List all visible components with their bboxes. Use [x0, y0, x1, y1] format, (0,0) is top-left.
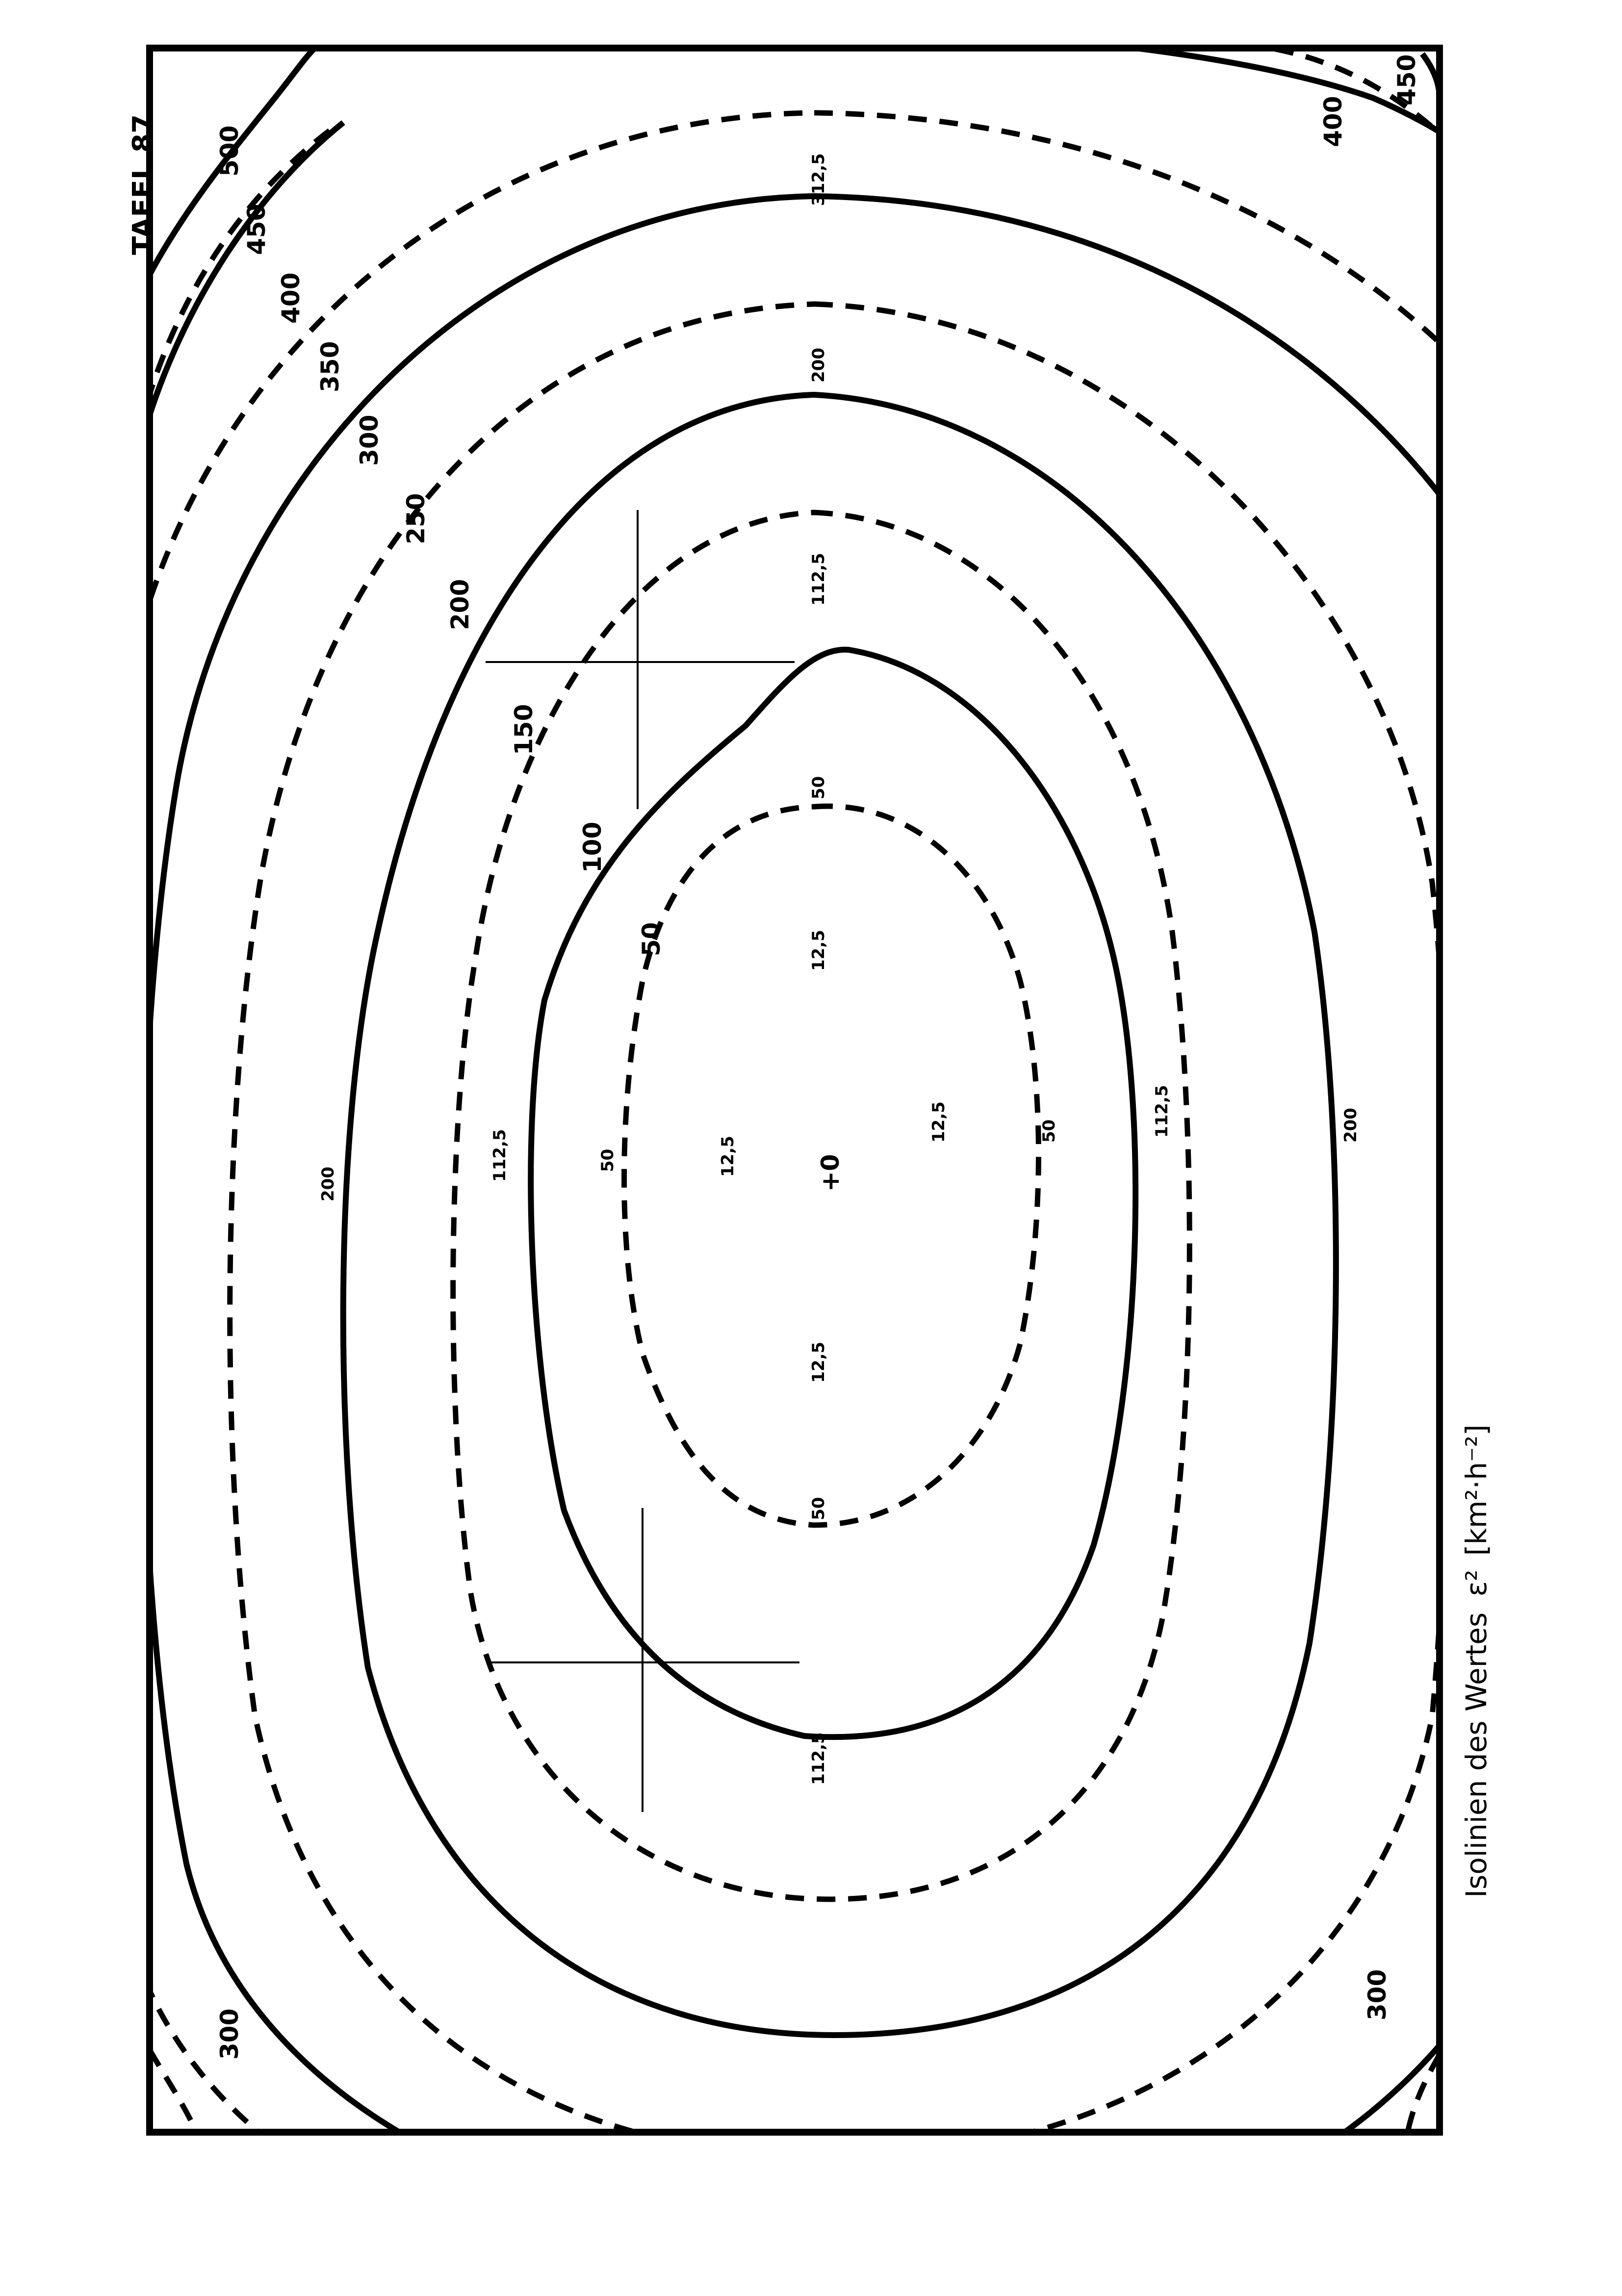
svg-text:Isolinien des Wertes ε²: Isolinien des Wertes ε² [km²·h⁻²]	[1460, 1425, 1493, 1898]
point-value-12-5-c: 12,5	[929, 1101, 949, 1143]
isoline-label-150-left: 150	[510, 704, 538, 755]
isoline-350-bottom-right	[1405, 2053, 1440, 2132]
isoline-200	[340, 391, 1339, 2039]
point-value-112-5-left: 112,5	[490, 1129, 510, 1182]
point-value-112-5-right: 112,5	[1152, 1085, 1172, 1138]
point-value-200-right: 200	[1341, 1108, 1361, 1143]
point-value-312-5: 312,5	[809, 153, 828, 206]
caption-unit: [km²·h⁻²]	[1460, 1425, 1493, 1556]
cross-marker-bottom	[490, 1508, 799, 1812]
isoline-400	[150, 48, 1440, 425]
point-value-12-5-d: 12,5	[809, 1342, 828, 1383]
center-point-zero: +0	[816, 1154, 845, 1192]
point-value-12-5-b: 12,5	[718, 1136, 738, 1177]
figure-caption: Isolinien des Wertes ε² [km²·h⁻²]	[1460, 1425, 1493, 1898]
point-value-200-left: 200	[318, 1167, 338, 1201]
isoline-label-300-bottom-right: 300	[1363, 1969, 1391, 2020]
isoline-label-350-left: 350	[316, 341, 344, 392]
point-value-50-right: 50	[1039, 1120, 1059, 1143]
isoline-label-100-left: 100	[578, 822, 607, 873]
isoline-label-400-right: 400	[1319, 96, 1347, 147]
isoline-150	[450, 510, 1192, 1902]
isoline-label-400-left: 400	[277, 273, 305, 324]
isoline-label-250-left: 250	[402, 493, 430, 544]
point-value-112-5-top: 112,5	[809, 553, 828, 606]
isoline-label-200-left: 200	[446, 579, 474, 630]
isoline-450	[150, 48, 1440, 403]
cross-marker-top	[486, 510, 795, 809]
point-value-12-5-a: 12,5	[809, 930, 828, 971]
isoline-label-300-left: 300	[355, 415, 384, 466]
caption-prefix: Isolinien des Wertes	[1460, 1612, 1493, 1898]
isoline-label-300-bottom-left: 300	[215, 2009, 244, 2060]
figure-title: TAFEL 87	[127, 114, 159, 255]
isoline-50	[621, 803, 1041, 1528]
isoline-label-50-left: 50	[637, 922, 666, 956]
isoline-350-bottom-left	[150, 2048, 199, 2132]
isoline-500	[150, 48, 1440, 276]
isolines-group	[150, 48, 1440, 2132]
isoline-label-450-right: 450	[1392, 54, 1421, 105]
point-value-50-left: 50	[598, 1149, 618, 1172]
isoline-250	[227, 301, 1440, 2132]
isoline-300	[150, 193, 1440, 2132]
isoline-label-450-left: 450	[242, 204, 271, 255]
point-value-200-top: 200	[809, 348, 828, 383]
point-value-112-5-bottom: 112,5	[809, 1732, 828, 1785]
point-value-50-top: 50	[809, 776, 828, 799]
isoline-100	[528, 646, 1139, 1740]
isoline-label-500-left: 500	[215, 126, 244, 177]
point-value-50-bottom: 50	[809, 1497, 828, 1520]
caption-fraction-num: ε²	[1460, 1570, 1493, 1597]
diagram-frame	[146, 45, 1443, 2136]
